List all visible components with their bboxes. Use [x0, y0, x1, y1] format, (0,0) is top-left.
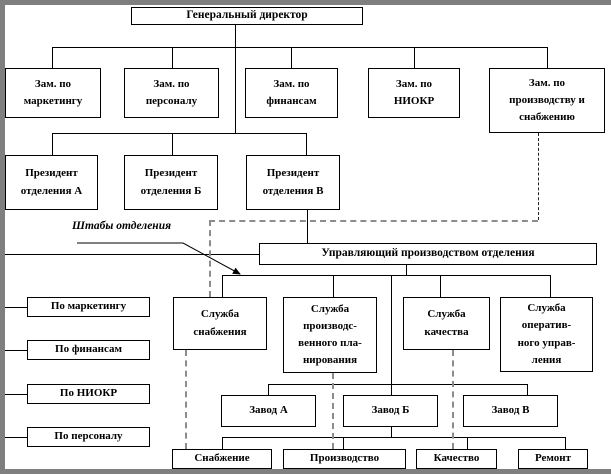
- connector-line: [222, 275, 550, 276]
- node-deputy-finance: Зам. по финансам: [245, 68, 338, 118]
- node-service-planning: Служба производс- венного пла- нирования: [283, 297, 377, 373]
- connector-line: [333, 275, 334, 297]
- connector-line: [527, 384, 528, 395]
- connector-line: [414, 47, 415, 68]
- node-plant-v: Завод В: [463, 395, 558, 427]
- dashed-connector-line: [209, 220, 538, 222]
- connector-line: [307, 210, 308, 243]
- node-deputy-rnd: Зам. по НИОКР: [368, 68, 460, 118]
- node-dept-supply: Снабжение: [172, 449, 272, 469]
- node-division-manager: Управляющий производством отделения: [259, 243, 597, 265]
- connector-line: [172, 133, 173, 155]
- dashed-connector-line: [332, 373, 334, 449]
- connector-line: [268, 384, 269, 395]
- node-dept-quality: Качество: [416, 449, 497, 469]
- frame-border-top: [0, 0, 611, 5]
- connector-line: [306, 133, 307, 155]
- connector-line: [4, 437, 27, 438]
- node-deputy-production: Зам. по производству и снабжению: [489, 68, 605, 133]
- node-dept-production: Производство: [283, 449, 406, 469]
- connector-line: [565, 437, 566, 449]
- dashed-connector-line: [209, 220, 211, 297]
- node-deputy-marketing: Зам. по маркетингу: [5, 68, 101, 118]
- connector-line: [291, 47, 292, 68]
- connector-line: [52, 133, 306, 134]
- connector-line: [4, 394, 27, 395]
- connector-line: [4, 307, 27, 308]
- connector-line: [172, 47, 173, 68]
- frame-border-bottom: [0, 469, 611, 474]
- connector-line: [440, 275, 441, 297]
- node-hq-marketing: По маркетингу: [27, 297, 150, 317]
- connector-line: [4, 254, 259, 255]
- connector-line: [222, 437, 565, 438]
- node-hq-finance: По финансам: [27, 340, 150, 360]
- node-service-supply: Служба снабжения: [173, 297, 267, 350]
- node-dept-repair: Ремонт: [518, 449, 588, 469]
- connector-line: [4, 350, 27, 351]
- connector-line: [406, 265, 407, 275]
- connector-line: [268, 384, 527, 385]
- node-general-director: Генеральный директор: [131, 7, 363, 25]
- connector-line: [467, 437, 468, 449]
- connector-line: [52, 47, 53, 68]
- connector-line: [391, 427, 392, 437]
- connector-line: [222, 437, 223, 449]
- callout-arrow-icon: [77, 242, 241, 275]
- connector-line: [550, 275, 551, 297]
- dashed-connector-line: [185, 350, 187, 449]
- node-plant-b: Завод Б: [343, 395, 438, 427]
- node-president-v: Президент отделения В: [246, 155, 340, 210]
- dashed-connector-line: [538, 133, 539, 220]
- connector-line: [391, 275, 392, 395]
- node-service-quality: Служба качества: [403, 297, 490, 350]
- connector-line: [52, 47, 547, 48]
- dashed-connector-line: [452, 350, 454, 449]
- node-hq-personnel: По персоналу: [27, 427, 150, 447]
- connector-line: [235, 25, 236, 133]
- node-deputy-personnel: Зам. по персоналу: [124, 68, 219, 118]
- callout-label: Штабы отделения: [72, 220, 172, 232]
- frame-border-left: [0, 0, 5, 474]
- node-president-b: Президент отделения Б: [124, 155, 218, 210]
- connector-line: [343, 437, 344, 449]
- node-plant-a: Завод А: [221, 395, 316, 427]
- node-service-operations: Служба оператив- ного управ- ления: [500, 297, 593, 372]
- node-president-a: Президент отделения А: [5, 155, 98, 210]
- connector-line: [52, 133, 53, 155]
- connector-line: [222, 275, 223, 297]
- connector-line: [547, 47, 548, 68]
- node-hq-rnd: По НИОКР: [27, 384, 150, 404]
